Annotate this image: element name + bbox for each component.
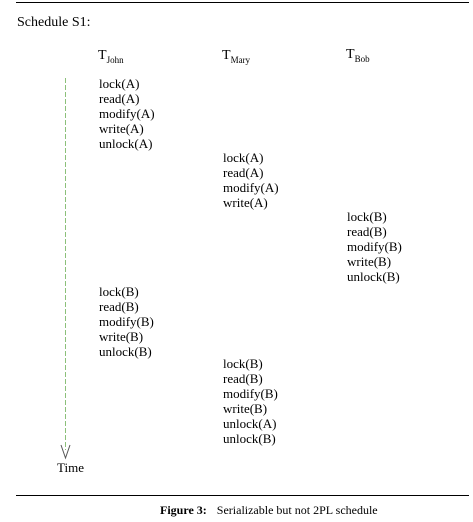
operation-step: lock(A): [223, 150, 264, 165]
operation-step: read(A): [99, 90, 140, 106]
top-rule: [16, 2, 469, 3]
operation-step: lock(B): [99, 284, 139, 299]
operation-step: write(B): [347, 253, 392, 269]
operation-step: unlock(A): [223, 415, 277, 431]
operation-step: write(A): [99, 120, 144, 136]
time-axis: [60, 78, 71, 460]
column-header-bob-prefix: T: [346, 47, 355, 62]
operation-step: unlock(B): [223, 430, 276, 446]
operation-step: unlock(B): [347, 268, 400, 284]
column-header-john-prefix: T: [98, 48, 107, 63]
operation-step: write(B): [99, 328, 144, 344]
operation-step: unlock(A): [99, 135, 153, 151]
column-header-mary: TMary: [222, 48, 251, 65]
operation-step: lock(B): [347, 209, 387, 224]
john-operations-block-a: lock(A)read(A)modify(A)write(A)unlock(A): [99, 76, 155, 152]
bob-operations-block-b: lock(B)read(B)modify(B)write(B)unlock(B): [347, 209, 402, 285]
operation-step: lock(A): [99, 76, 140, 91]
operation-step: modify(A): [99, 105, 155, 121]
column-header-john-subscript: John: [106, 55, 124, 65]
operation-step: read(B): [347, 223, 387, 239]
operation-step: modify(B): [99, 313, 154, 329]
figure-caption-label: Figure 3:: [160, 503, 207, 517]
operation-step: modify(B): [347, 238, 402, 254]
schedule-title: Schedule S1:: [17, 15, 91, 30]
bottom-rule: [16, 495, 469, 496]
time-axis-arrowhead: [60, 444, 71, 460]
operation-step: read(B): [99, 298, 139, 314]
column-header-bob: TBob: [346, 47, 370, 64]
mary-operations-block-a: lock(A)read(A)modify(A)write(A): [223, 150, 279, 211]
column-header-mary-prefix: T: [222, 48, 231, 63]
john-operations-block-b: lock(B)read(B)modify(B)write(B)unlock(B): [99, 284, 154, 360]
mary-operations-block-b: lock(B)read(B)modify(B)write(B)unlock(A)…: [223, 356, 278, 446]
column-header-bob-subscript: Bob: [354, 54, 370, 64]
operation-step: write(B): [223, 400, 268, 416]
operation-step: write(A): [223, 194, 268, 210]
operation-step: read(B): [223, 370, 263, 386]
time-axis-label: Time: [57, 460, 84, 475]
column-header-john: TJohn: [98, 48, 124, 65]
operation-step: read(A): [223, 164, 264, 180]
operation-step: modify(A): [223, 179, 279, 195]
operation-step: lock(B): [223, 356, 263, 371]
column-header-mary-subscript: Mary: [230, 55, 251, 65]
operation-step: modify(B): [223, 385, 278, 401]
figure-caption-text: Serializable but not 2PL schedule: [216, 503, 378, 517]
figure-caption: Figure 3: Serializable but not 2PL schedu…: [160, 503, 378, 518]
operation-step: unlock(B): [99, 343, 152, 359]
